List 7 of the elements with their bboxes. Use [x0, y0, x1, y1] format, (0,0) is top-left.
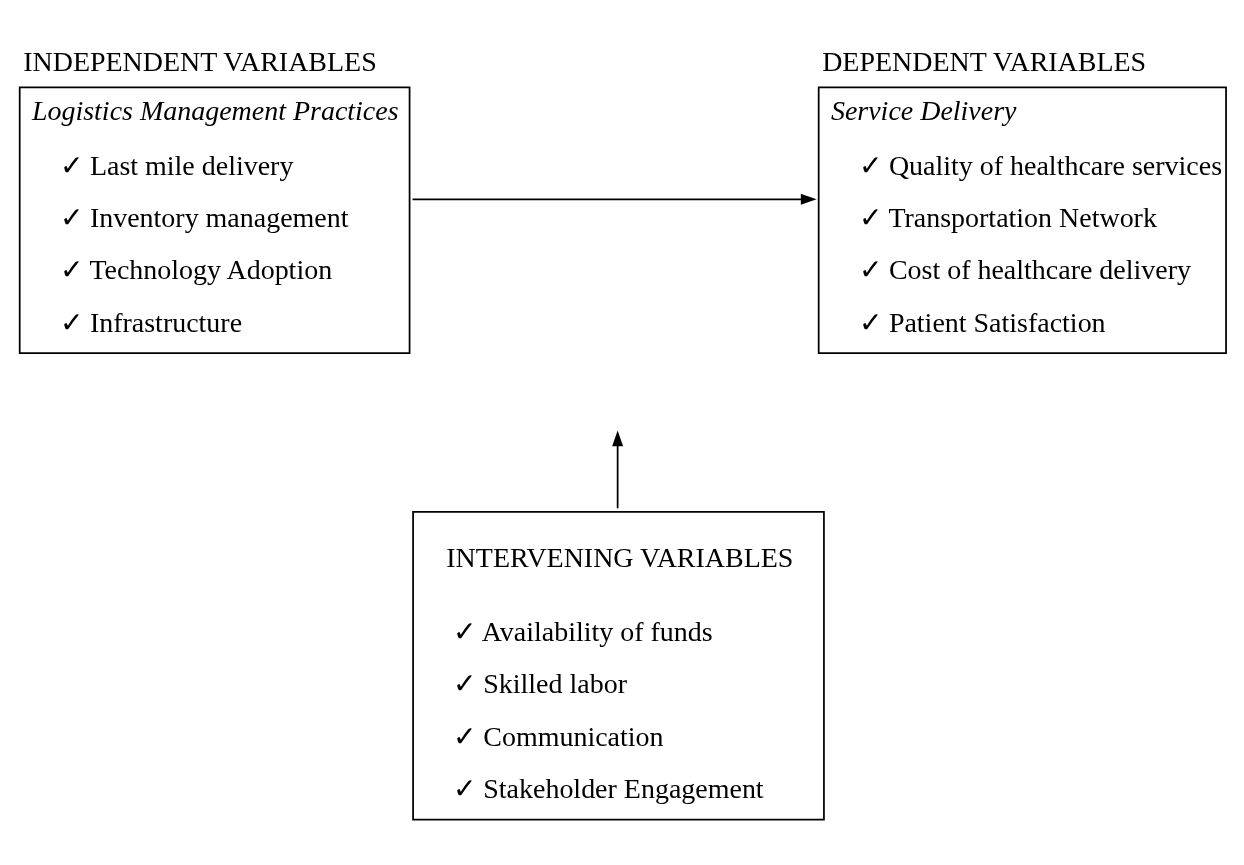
- arrow: [612, 430, 624, 510]
- node-box: Service Delivery ✓ Quality of healthcare services ✓ Transportation Network ✓ Cost of healthcare delivery ✓ Patient Satisfaction: [817, 86, 1227, 355]
- arrow: [411, 193, 817, 205]
- node-label: DEPENDENT VARIABLES: [822, 46, 1147, 78]
- node-box: Logistics Management Practices ✓ Last mile delivery ✓ Inventory management ✓ Technology Adoption ✓ Infrastructure: [18, 86, 411, 355]
- node-label: INDEPENDENT VARIABLES: [23, 46, 377, 78]
- node-box: INTERVENING VARIABLES ✓ Availability of funds ✓ Skilled labor ✓ Communication ✓ Stakeholder Engagement: [412, 510, 825, 821]
